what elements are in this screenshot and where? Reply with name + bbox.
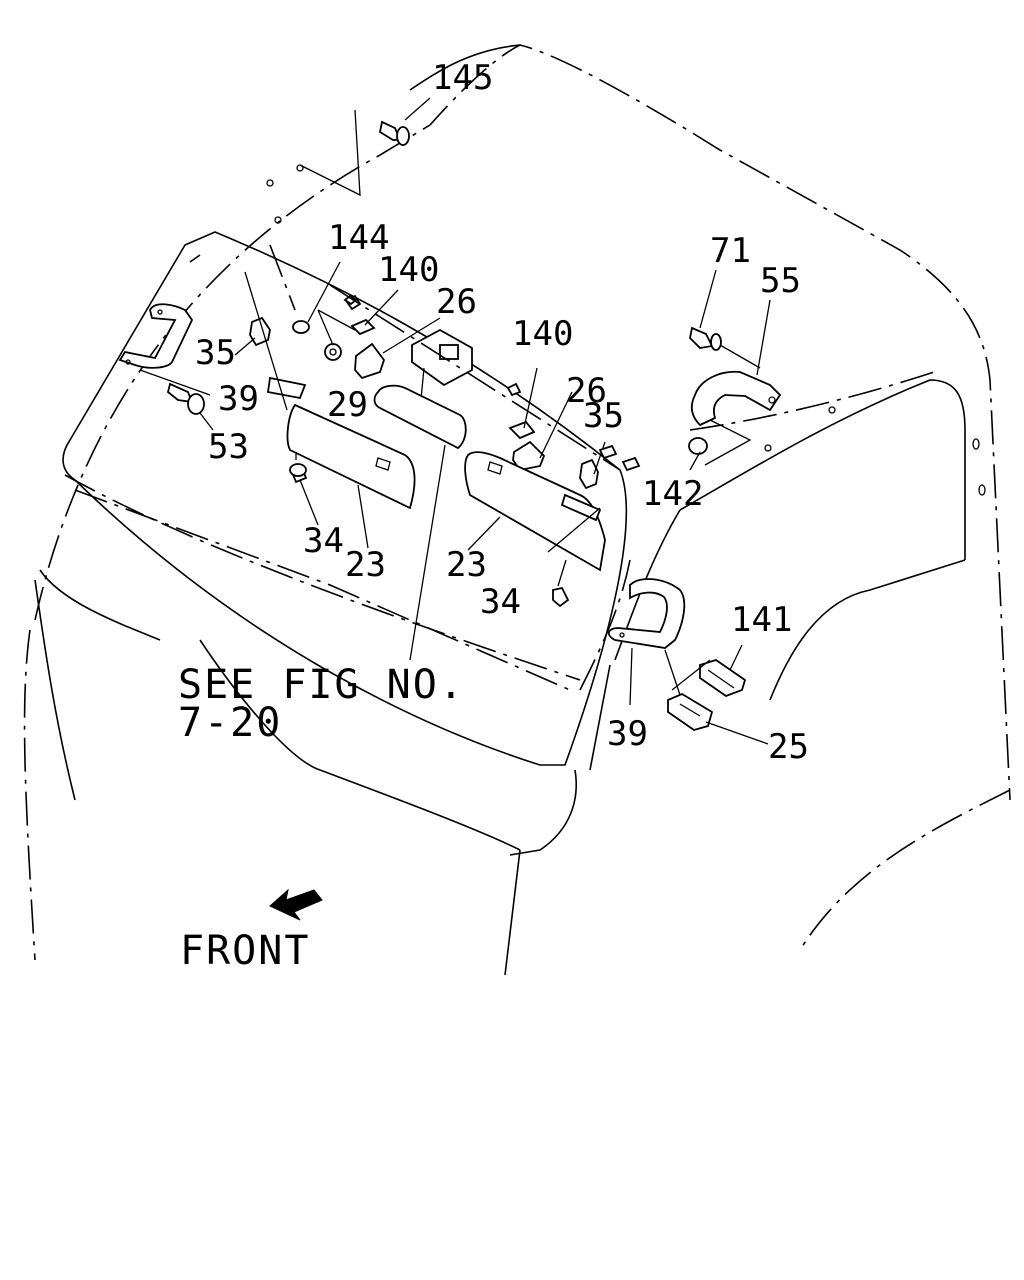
callout-145: 145 [432,58,493,98]
callout-26-left: 26 [436,282,477,322]
callout-144: 144 [328,218,389,258]
part-145-screw [299,97,431,197]
callout-34-left: 34 [303,521,344,561]
front-indicator: FRONT [180,888,323,974]
callout-29: 29 [327,385,368,425]
lower-body-lines [34,474,631,976]
sun-visor-right [464,451,606,572]
callout-35-right: 35 [583,396,624,436]
sun-visor-left [234,271,416,549]
callout-71: 71 [710,231,751,271]
callout-23-left: 23 [345,545,386,585]
windshield-frame [62,231,628,766]
front-arrow-icon [269,888,323,921]
callout-34-right: 34 [480,582,521,622]
assist-grip-right [608,578,686,706]
callout-142: 142 [642,474,703,514]
note-line-1: SEE FIG NO. [178,662,465,708]
callout-23-right: 23 [446,545,487,585]
clip-group-left [269,244,441,380]
callout-140-right: 140 [512,314,573,354]
door-frame [266,164,986,701]
rear-view-mirror [329,284,621,661]
clip-group-right [506,367,641,490]
assist-grip-left [118,303,214,431]
callout-35-left: 35 [195,333,236,373]
callout-53: 53 [208,427,249,467]
callout-55: 55 [760,261,801,301]
part-34-left-screw [289,452,319,526]
callout-26-right: 26 [566,371,607,411]
reference-note: SEE FIG NO. 7-20 [178,662,465,746]
callout-labels: 145 144 140 26 71 55 35 39 29 140 26 35 … [195,58,809,767]
callout-39-right: 39 [607,714,648,754]
callout-39-left: 39 [218,379,259,419]
switch-141-25 [664,644,769,745]
part-34-right-screw [552,559,570,608]
callout-140-left: 140 [378,250,439,290]
rear-grip-55 [688,269,782,471]
callout-25: 25 [768,727,809,767]
front-label: FRONT [180,928,310,974]
note-line-2: 7-20 [178,700,282,746]
callout-141: 141 [731,600,792,640]
